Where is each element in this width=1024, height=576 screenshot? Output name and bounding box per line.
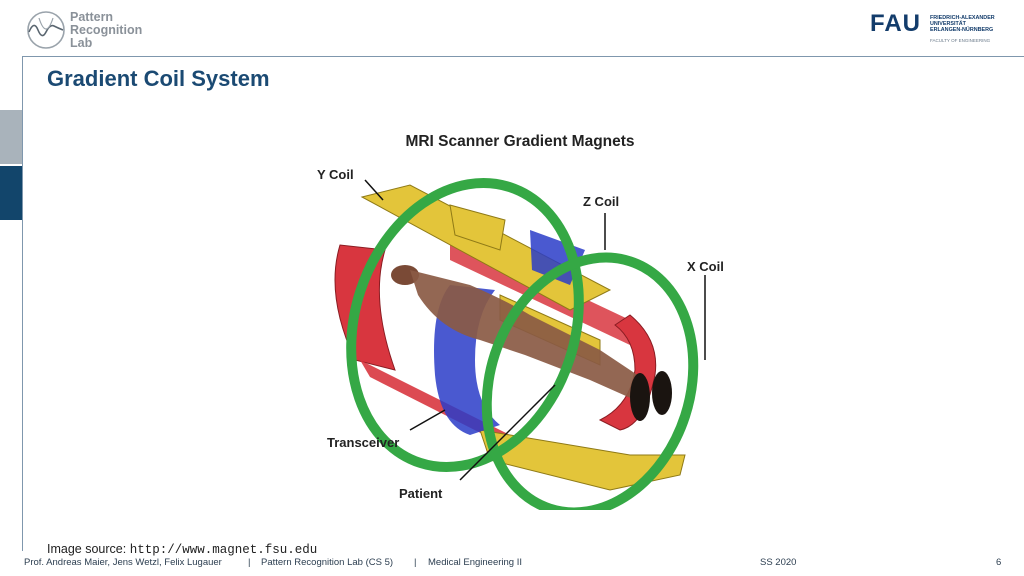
lab-name-line-2: Recognition	[70, 23, 143, 37]
footer-course: Medical Engineering II	[428, 557, 522, 568]
y-coil-label: Y Coil	[317, 167, 354, 182]
z-coil-front-ring	[481, 252, 699, 510]
footer-lab: Pattern Recognition Lab (CS 5)	[261, 557, 394, 568]
footer-separator-1: |	[248, 557, 251, 568]
z-coil-label: Z Coil	[583, 194, 620, 209]
lab-name-line-3: Lab	[70, 36, 93, 50]
gradient-coil-figure: MRI Scanner Gradient Magnets Y Coil Z Co…	[300, 125, 740, 510]
lab-name-line-1: Pattern	[70, 10, 114, 24]
image-source-label: Image source:	[47, 542, 127, 556]
university-line-3: ERLANGEN-NÜRNBERG	[930, 27, 994, 34]
image-source-url[interactable]: http://www.magnet.fsu.edu	[129, 543, 318, 557]
figure-title: MRI Scanner Gradient Magnets	[405, 133, 635, 150]
university-name: FRIEDRICH-ALEXANDER UNIVERSITÄT ERLANGEN…	[930, 15, 995, 34]
footer: Prof. Andreas Maier, Jens Wetzl, Felix L…	[24, 557, 1020, 573]
patient-foot-left	[630, 373, 650, 421]
y-coil-pointer	[364, 179, 384, 201]
university-line-2: UNIVERSITÄT	[930, 21, 966, 28]
transceiver-label: Transceiver	[327, 435, 400, 450]
fau-logo-text: FAU	[870, 10, 921, 37]
patient-pointer	[459, 384, 556, 481]
image-source: Image source: http://www.magnet.fsu.edu	[47, 542, 317, 557]
y-coil-arc-back	[449, 204, 506, 251]
patient-foot-right	[652, 371, 672, 415]
faculty-name: FACULTY OF ENGINEERING	[930, 38, 991, 43]
footer-separator-2: |	[414, 557, 417, 568]
transceiver-pointer	[409, 409, 446, 431]
footer-semester: SS 2020	[760, 557, 797, 568]
patient-body	[410, 270, 645, 400]
header-divider	[22, 56, 1024, 57]
lab-name: Pattern Recognition Lab	[70, 11, 142, 50]
university-logo: FAU FRIEDRICH-ALEXANDER UNIVERSITÄT ERLA…	[870, 10, 1010, 46]
patient-head	[391, 265, 419, 285]
x-coil-label: X Coil	[687, 259, 724, 274]
side-tab-inactive	[0, 110, 22, 164]
footer-authors: Prof. Andreas Maier, Jens Wetzl, Felix L…	[24, 557, 222, 568]
university-line-1: FRIEDRICH-ALEXANDER	[930, 15, 995, 21]
coil-illustration	[334, 177, 706, 510]
footer-page-number: 6	[996, 557, 1002, 568]
patient-label: Patient	[399, 486, 443, 501]
pattern-recognition-lab-logo-icon	[27, 11, 65, 49]
z-coil-back-ring	[346, 177, 584, 473]
x-coil-left	[334, 244, 396, 371]
slide-title: Gradient Coil System	[47, 66, 270, 91]
side-tab-active	[0, 166, 22, 220]
left-border	[22, 56, 23, 551]
